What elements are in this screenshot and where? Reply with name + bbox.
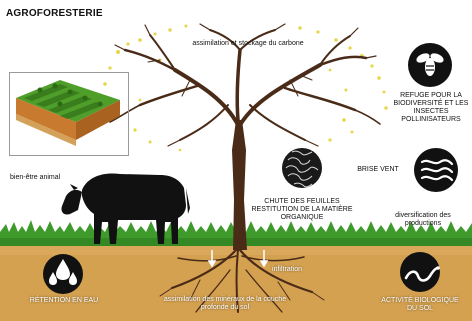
refuge-label: REFUGE POUR LA BIODIVERSITÉ ET LES INSEC… bbox=[392, 92, 470, 124]
carbon-label: assimilation et stockage du carbone bbox=[192, 40, 304, 48]
wind-icon bbox=[414, 148, 458, 192]
biological-activity-label: ACTIVITÉ BIOLOGIQUE DU SOL bbox=[376, 297, 464, 313]
organic-matter-icon bbox=[282, 148, 322, 188]
diversification-label: diversification des productions bbox=[386, 212, 460, 228]
field-inset-frame bbox=[9, 72, 129, 156]
animal-welfare-label: bien-être animal bbox=[10, 174, 100, 182]
tree-trunk bbox=[232, 120, 247, 250]
deep-soil-label: assimilation des minéraux de la couche p… bbox=[160, 296, 290, 312]
windbreak-label: BRISE VENT bbox=[350, 166, 406, 174]
bee-icon bbox=[408, 43, 452, 87]
infiltration-label: infiltration bbox=[262, 266, 312, 274]
water-drops-icon bbox=[43, 254, 83, 294]
page-title: AGROFORESTERIE bbox=[6, 8, 103, 19]
earthworm-icon bbox=[400, 252, 440, 292]
water-retention-label: RÉTENTION EN EAU bbox=[14, 297, 114, 305]
leaf-fall-label: CHUTE DES FEUILLES RESTITUTION DE LA MAT… bbox=[250, 198, 354, 222]
